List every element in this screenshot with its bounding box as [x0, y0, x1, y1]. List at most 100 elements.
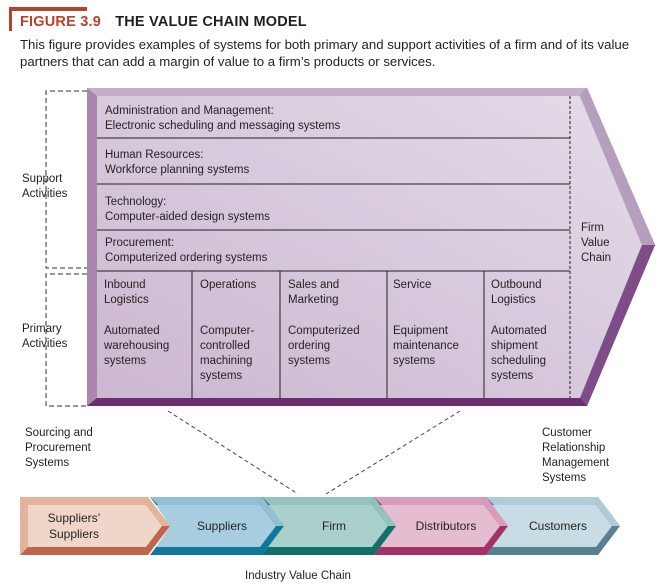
label-line: Systems [542, 472, 587, 484]
firm-value-chain-label: Firm Value Chain [581, 221, 611, 266]
label-line: Primary [22, 323, 62, 335]
chevron-top-bevel [486, 497, 598, 505]
industry-chain-stage [20, 497, 170, 555]
chevron-face [156, 505, 276, 547]
label-line: Service [393, 279, 432, 291]
label-line: Management [542, 457, 610, 469]
activity-title: Administration and Management: [105, 105, 274, 117]
chevron-face [28, 505, 162, 547]
label-line: Suppliers’ [47, 511, 101, 525]
support-bracket [45, 90, 87, 269]
label-line: Activities [22, 338, 68, 350]
connector-line-left [167, 410, 299, 495]
label-line: Customers [528, 519, 587, 533]
label-line: Relationship [542, 442, 606, 454]
label-line: Automated [104, 325, 160, 337]
activity-title: Technology: [105, 196, 167, 208]
figure-caption: This figure provides examples of systems… [20, 37, 630, 69]
chevron-right-bevel [146, 497, 170, 526]
label-line: Firm [322, 519, 346, 533]
activity-title: Procurement: [105, 237, 175, 249]
activity-system: Workforce planning systems [105, 164, 250, 176]
industry-chain-stage-label: Suppliers’ Suppliers [24, 510, 124, 542]
label-line: Logistics [491, 294, 536, 306]
industry-value-chain [20, 497, 620, 555]
label-line: ordering [288, 340, 331, 352]
activity-system: Automated warehousing systems [104, 324, 169, 369]
label-line: systems [200, 370, 243, 382]
label-line: Procurement [25, 442, 91, 454]
industry-chain-stage-label: Firm [284, 518, 384, 534]
label-line: Systems [25, 457, 70, 469]
support-activity-technology: Technology: Computer-aided design system… [105, 195, 270, 225]
chevron-right-bevel [596, 497, 620, 526]
crm-systems-label: Customer Relationship Management Systems [542, 426, 609, 486]
label-line: Computerized [288, 325, 360, 337]
label-line: Customer [542, 427, 592, 439]
label-line: warehousing [104, 340, 170, 352]
label-line: Automated [491, 325, 547, 337]
label-line: Computer- [200, 325, 255, 337]
chevron-right-bevel [484, 497, 508, 526]
chevron-top-bevel [262, 497, 374, 505]
chevron-face [268, 505, 388, 547]
label-line: Sourcing and [25, 427, 93, 439]
label-line: Sales and [288, 279, 340, 291]
activity-title: Operations [200, 278, 256, 324]
label-line: machining [200, 355, 253, 367]
industry-chain-stage-label: Customers [508, 518, 608, 534]
primary-activities-label: Primary Activities [22, 322, 67, 352]
support-activity-procurement: Procurement: Computerized ordering syste… [105, 236, 267, 266]
industry-chain-stage-label: Suppliers [172, 518, 272, 534]
label-line: Outbound [491, 279, 542, 291]
activity-title: Human Resources: [105, 149, 204, 161]
label-line: Activities [22, 188, 68, 200]
chevron-right-bevel [372, 497, 396, 526]
activity-system: Computerized ordering systems [105, 252, 268, 264]
label-line: scheduling [491, 355, 546, 367]
label-line: shipment [491, 340, 538, 352]
label-line: Logistics [104, 294, 149, 306]
figure-accent-vbar [9, 7, 12, 31]
activity-title: Service [393, 278, 459, 324]
connector-line-right [325, 410, 461, 495]
activity-system: Computer-controlled machining systems [200, 324, 256, 384]
activity-system: Computer-aided design systems [105, 211, 270, 223]
label-line: Firm [581, 222, 604, 234]
label-line: Suppliers [196, 519, 248, 533]
industry-chain-stage [486, 497, 620, 555]
label-line: maintenance [393, 340, 459, 352]
industry-chain-stage [374, 497, 508, 555]
label-line: systems [491, 370, 534, 382]
label-line: Marketing [288, 294, 339, 306]
label-line: systems [104, 355, 147, 367]
chevron-top-bevel [20, 497, 148, 505]
chevron-face [380, 505, 500, 547]
support-activities-label: Support Activities [22, 172, 67, 202]
chevron-right-bevel [260, 497, 284, 526]
label-line: Inbound [104, 279, 146, 291]
label-line: controlled [200, 340, 250, 352]
chevron-top-bevel [374, 497, 486, 505]
industry-chain-stage [262, 497, 396, 555]
label-line: Suppliers [48, 527, 100, 541]
sourcing-procurement-systems-label: Sourcing and Procurement Systems [25, 426, 93, 471]
figure-title: FIGURE 3.9 THE VALUE CHAIN MODEL [20, 14, 307, 30]
chevron-left-bevel [20, 497, 28, 555]
primary-bracket [45, 273, 87, 407]
industry-chain-stage-label: Distributors [396, 518, 496, 534]
label-line: Chain [581, 252, 612, 264]
label-line: systems [393, 355, 436, 367]
support-activity-hr: Human Resources: Workforce planning syst… [105, 148, 249, 178]
firm-value-chain-arrow [87, 88, 655, 406]
activity-system: Automated shipment scheduling systems [491, 324, 547, 384]
industry-value-chain-label: Industry Value Chain [245, 570, 351, 582]
